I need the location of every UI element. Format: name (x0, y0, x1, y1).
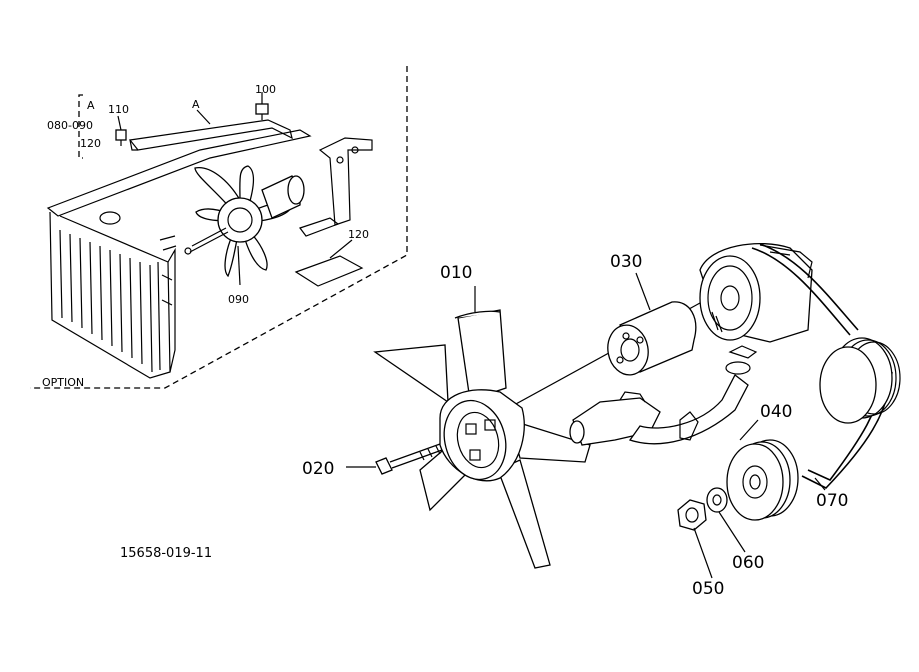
option-radiator (46, 129, 312, 379)
label-opt-120: 120 (348, 228, 369, 241)
option-bolt-110 (115, 129, 127, 146)
option-label: OPTION (42, 376, 84, 389)
leader-opt120 (329, 239, 353, 259)
washer-060 (706, 487, 728, 513)
label-part-020: 020 (302, 459, 334, 479)
bolt-020 (375, 443, 443, 475)
option-group: A 100 110 090 120 A 080-090 120 OPTION (30, 66, 408, 389)
leader-030 (635, 272, 651, 311)
leader-050 (693, 527, 713, 579)
label-opt-100: 100 (255, 83, 276, 96)
fan-010 (373, 309, 591, 569)
label-opt-A-top: A (87, 99, 95, 112)
leader-optA (196, 109, 211, 125)
label-opt-A: A (192, 98, 200, 111)
reference-number: 15658-019-11 (120, 546, 212, 561)
option-bolt-100 (255, 103, 269, 120)
label-opt-090: 090 (228, 293, 249, 306)
option-bracket-bar (128, 119, 293, 151)
label-part-040: 040 (760, 402, 792, 422)
label-part-010: 010 (440, 263, 472, 283)
label-opt-110: 110 (108, 103, 129, 116)
pulley-040 (726, 439, 799, 521)
leader-opt090 (237, 245, 241, 286)
label-part-030: 030 (610, 252, 642, 272)
option-boundary (30, 66, 408, 389)
leader-opt110 (117, 115, 122, 131)
water-pump (699, 242, 813, 343)
label-part-050: 050 (692, 579, 724, 599)
nut-050 (677, 499, 707, 531)
label-opt-120-left: 120 (80, 137, 101, 150)
option-side-bracket (299, 137, 373, 237)
label-part-070: 070 (816, 491, 848, 511)
crank-pulley (819, 337, 901, 424)
label-opt-080-090: 080-090 (47, 119, 93, 132)
option-label-bracket (78, 94, 83, 159)
spacer-030 (607, 301, 697, 376)
leader-040 (739, 419, 759, 441)
option-fan (184, 165, 305, 278)
option-decal (294, 255, 364, 287)
leader-070 (814, 477, 826, 491)
water-flange-hose (569, 345, 758, 446)
label-part-060: 060 (732, 553, 764, 573)
leader-060 (718, 511, 746, 553)
